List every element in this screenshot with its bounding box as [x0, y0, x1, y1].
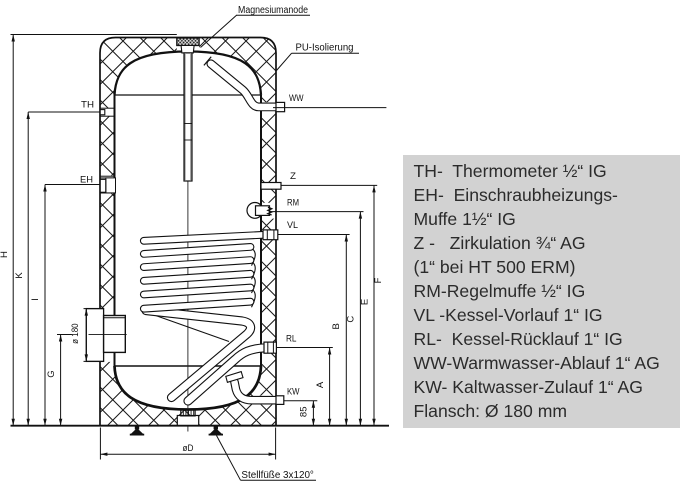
svg-text:øD: øD: [183, 443, 194, 454]
svg-text:Magnesiumanode: Magnesiumanode: [238, 5, 308, 16]
svg-text:RM: RM: [287, 198, 299, 209]
svg-text:G: G: [46, 370, 57, 377]
svg-text:Z: Z: [290, 171, 296, 182]
svg-text:F: F: [373, 277, 384, 283]
svg-text:I: I: [30, 298, 41, 301]
svg-text:A: A: [315, 381, 326, 388]
svg-text:K: K: [14, 272, 25, 279]
svg-text:TH: TH: [81, 100, 94, 111]
svg-text:EH: EH: [80, 175, 93, 186]
svg-text:85: 85: [299, 407, 310, 418]
svg-text:PU-Isolierung: PU-Isolierung: [296, 43, 354, 54]
svg-text:RL: RL: [286, 334, 297, 345]
svg-text:KW: KW: [287, 387, 300, 398]
svg-text:VL: VL: [287, 220, 298, 231]
svg-text:Stellfüße 3x120°: Stellfüße 3x120°: [241, 470, 314, 481]
svg-text:B: B: [331, 323, 342, 329]
svg-text:E: E: [359, 299, 370, 305]
svg-text:WW: WW: [289, 93, 304, 104]
svg-text:C: C: [346, 316, 357, 323]
svg-text:ø 180: ø 180: [70, 323, 80, 344]
svg-text:H: H: [0, 251, 10, 258]
